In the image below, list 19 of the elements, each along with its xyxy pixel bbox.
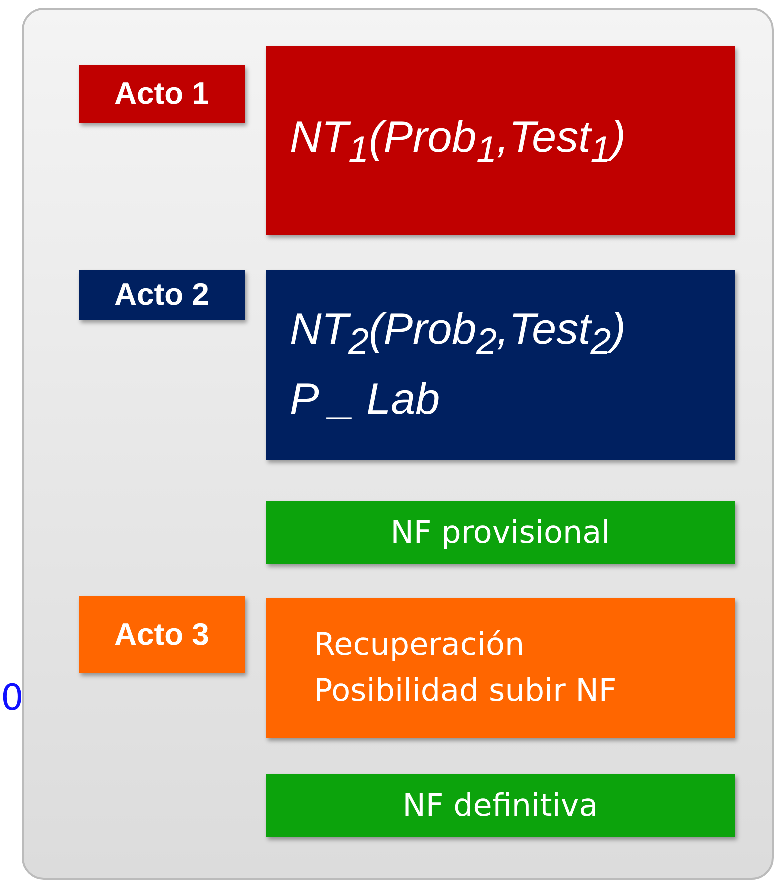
formula-text: NT$_{1}$(Prob$_{1}$,Test$_{1}$) [290, 112, 627, 172]
grade-box [266, 501, 735, 564]
recovery-box [266, 598, 735, 738]
formula-text: P _ Lab [290, 374, 442, 426]
act-label [79, 596, 245, 673]
box-text: NF provisional [390, 514, 610, 550]
box-text: Recuperación Posibilidad subir NF [314, 626, 618, 711]
formula-text: NT$_{2}$(Prob$_{2}$,Test$_{2}$) [290, 304, 627, 364]
panel-background [22, 8, 774, 880]
act-title: Acto 2 [114, 277, 210, 313]
cut-off-text: 0 [1, 678, 24, 719]
formula-box [266, 270, 735, 460]
act-label [79, 65, 245, 123]
act-title: Acto 1 [114, 76, 210, 112]
act-title: Acto 3 [114, 616, 210, 652]
box-text: NF definitiva [402, 788, 598, 824]
formula-box [266, 46, 735, 235]
act-label [79, 270, 245, 320]
grade-box [266, 774, 735, 837]
